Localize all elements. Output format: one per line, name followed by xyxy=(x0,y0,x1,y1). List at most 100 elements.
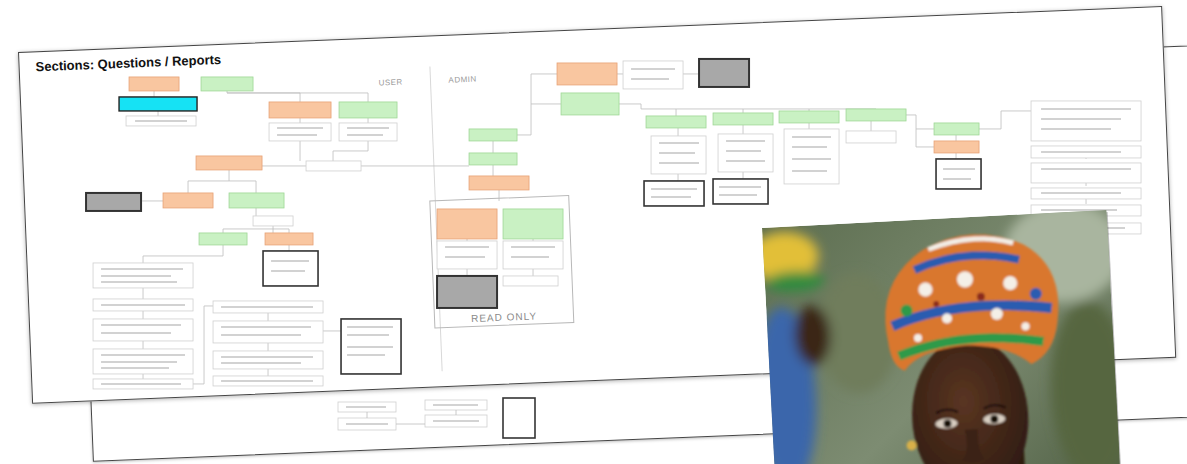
drawn-shape xyxy=(1031,101,1141,141)
drawn-shape xyxy=(213,321,323,343)
region-box: READ ONLY xyxy=(429,195,574,329)
drawn-shape xyxy=(762,210,1123,464)
drawn-shape xyxy=(338,402,396,412)
drawn-shape xyxy=(921,385,1029,464)
drawn-shape xyxy=(718,134,773,172)
drawn-shape xyxy=(433,420,479,422)
drawn-shape xyxy=(644,181,704,206)
drawn-shape xyxy=(557,63,617,85)
drawn-shape xyxy=(936,404,1006,413)
drawn-shape xyxy=(253,216,293,226)
drawn-shape xyxy=(503,398,535,438)
front-sheet: Sections: Questions / ReportsUSER ADMIN RE… xyxy=(18,6,1176,404)
drawn-shape xyxy=(881,230,1061,371)
drawn-shape xyxy=(86,59,1141,389)
drawn-shape xyxy=(646,116,706,128)
section-label: USER xyxy=(378,78,403,88)
drawn-shape xyxy=(713,113,773,125)
drawn-shape xyxy=(762,230,820,284)
drawn-shape xyxy=(86,193,141,211)
drawn-shape xyxy=(763,212,1124,464)
drawn-shape xyxy=(229,193,284,208)
drawn-shape xyxy=(906,440,917,451)
drawn-shape xyxy=(469,176,529,190)
drawn-shape xyxy=(762,210,1123,464)
region-label: READ ONLY xyxy=(469,310,539,324)
drawn-shape xyxy=(338,418,396,430)
drawn-shape xyxy=(762,306,821,464)
drawn-shape xyxy=(437,241,497,269)
drawn-shape xyxy=(141,74,1086,384)
drawn-shape xyxy=(346,406,386,408)
drawn-shape xyxy=(1001,210,1123,305)
drawn-shape xyxy=(815,271,901,395)
drawn-shape xyxy=(990,415,998,423)
drawn-shape xyxy=(129,77,179,91)
drawn-shape xyxy=(846,131,896,143)
drawn-shape xyxy=(1003,276,1018,291)
drawn-shape xyxy=(762,210,1123,464)
drawn-shape xyxy=(469,153,517,165)
drawn-shape xyxy=(1021,322,1029,330)
drawn-shape xyxy=(306,161,361,171)
drawn-shape xyxy=(908,334,1032,464)
drawn-shape xyxy=(779,111,839,123)
drawn-shape xyxy=(983,414,1005,425)
drawn-shape xyxy=(914,334,922,342)
drawn-shape xyxy=(943,419,951,427)
drawn-shape xyxy=(977,292,985,300)
drawn-shape xyxy=(892,302,1053,326)
drawn-shape xyxy=(425,400,487,410)
drawn-shape xyxy=(918,282,933,297)
drawn-shape xyxy=(93,319,193,341)
drawn-shape xyxy=(503,276,558,286)
drawn-shape xyxy=(338,398,535,438)
drawn-shape xyxy=(793,305,832,367)
drawn-shape xyxy=(1030,287,1043,300)
drawn-shape xyxy=(213,351,323,369)
drawn-shape xyxy=(936,159,981,189)
drawn-shape xyxy=(1031,163,1141,183)
drawn-shape xyxy=(201,77,253,91)
drawn-shape xyxy=(713,179,768,204)
drawn-shape xyxy=(503,209,563,239)
drawn-shape xyxy=(263,251,318,286)
drawn-shape xyxy=(957,271,974,288)
drawn-shape xyxy=(339,123,397,141)
drawn-shape xyxy=(265,233,313,245)
drawn-shape xyxy=(433,404,478,406)
drawn-shape xyxy=(900,304,913,317)
drawn-shape xyxy=(503,241,563,269)
drawn-shape xyxy=(991,308,1004,321)
drawn-shape xyxy=(746,199,1138,464)
drawn-shape xyxy=(199,233,247,245)
drawn-shape xyxy=(934,123,979,135)
drawn-shape xyxy=(651,136,706,174)
drawn-shape xyxy=(914,253,1019,270)
drawn-shape xyxy=(898,335,1044,356)
drawn-shape xyxy=(699,59,749,87)
drawn-shape xyxy=(367,410,456,424)
drawn-shape xyxy=(269,123,331,141)
drawn-shape xyxy=(196,156,262,170)
drawn-shape xyxy=(935,418,957,429)
drawn-shape xyxy=(623,61,683,89)
drawn-shape xyxy=(425,415,487,427)
drawn-shape xyxy=(346,423,388,425)
drawn-shape xyxy=(163,193,213,208)
section-label: ADMIN xyxy=(448,75,477,85)
drawn-shape xyxy=(269,102,331,118)
drawn-shape xyxy=(339,102,397,118)
drawn-shape xyxy=(933,301,939,307)
drawn-shape xyxy=(437,276,497,308)
drawn-shape xyxy=(119,97,197,111)
drawn-shape xyxy=(561,93,619,115)
drawn-shape xyxy=(961,429,985,463)
drawn-shape xyxy=(881,230,1070,464)
drawn-shape xyxy=(437,209,497,239)
drawn-shape xyxy=(1046,299,1123,464)
diagram-title: Sections: Questions / Reports xyxy=(35,52,221,74)
drawn-shape xyxy=(764,270,825,293)
drawn-shape xyxy=(934,141,979,153)
drawn-shape xyxy=(928,237,1013,249)
